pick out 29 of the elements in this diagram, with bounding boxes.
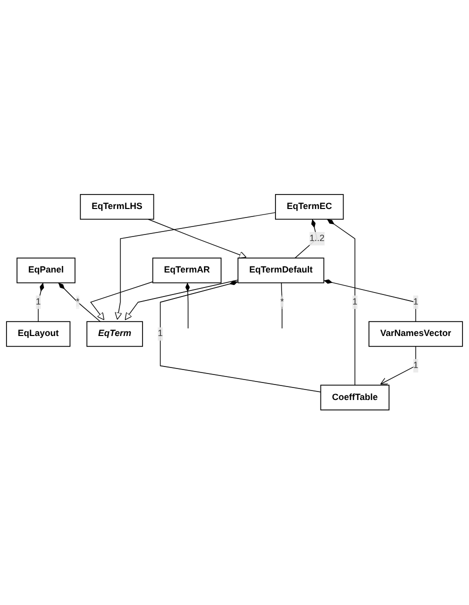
- connector: [326, 219, 356, 386]
- connector: [160, 281, 322, 393]
- connector: [58, 282, 101, 322]
- arrow: [90, 282, 154, 320]
- edge-label: 1: [36, 297, 41, 307]
- connector: [323, 280, 416, 322]
- node-box: EqTermEC: [275, 194, 344, 220]
- node-box: CoeffTable: [320, 385, 390, 411]
- node-box: EqTermDefault: [238, 258, 324, 284]
- node-box: EqTermAR: [152, 258, 222, 284]
- connector: [294, 219, 318, 259]
- node-box: EqPanel: [16, 258, 76, 284]
- edge-label: *: [76, 297, 80, 307]
- node-box: EqTerm: [86, 321, 143, 348]
- node-box: EqTermLHS: [80, 194, 154, 220]
- node-box: VarNamesVector: [368, 321, 463, 348]
- connector: [280, 282, 282, 329]
- edge-label: 1: [413, 297, 418, 307]
- edge-label: 1..2: [310, 234, 325, 244]
- edge-label: 1: [413, 360, 418, 371]
- arrow: [124, 280, 238, 320]
- arrow: [380, 346, 416, 385]
- node-box: EqLayout: [6, 321, 70, 348]
- connector: [185, 282, 190, 329]
- arrow: [148, 219, 247, 259]
- arrow: [114, 212, 276, 320]
- edge-label: *: [280, 297, 284, 307]
- edge-label: 1: [158, 329, 163, 339]
- edge-label: 1: [352, 297, 358, 307]
